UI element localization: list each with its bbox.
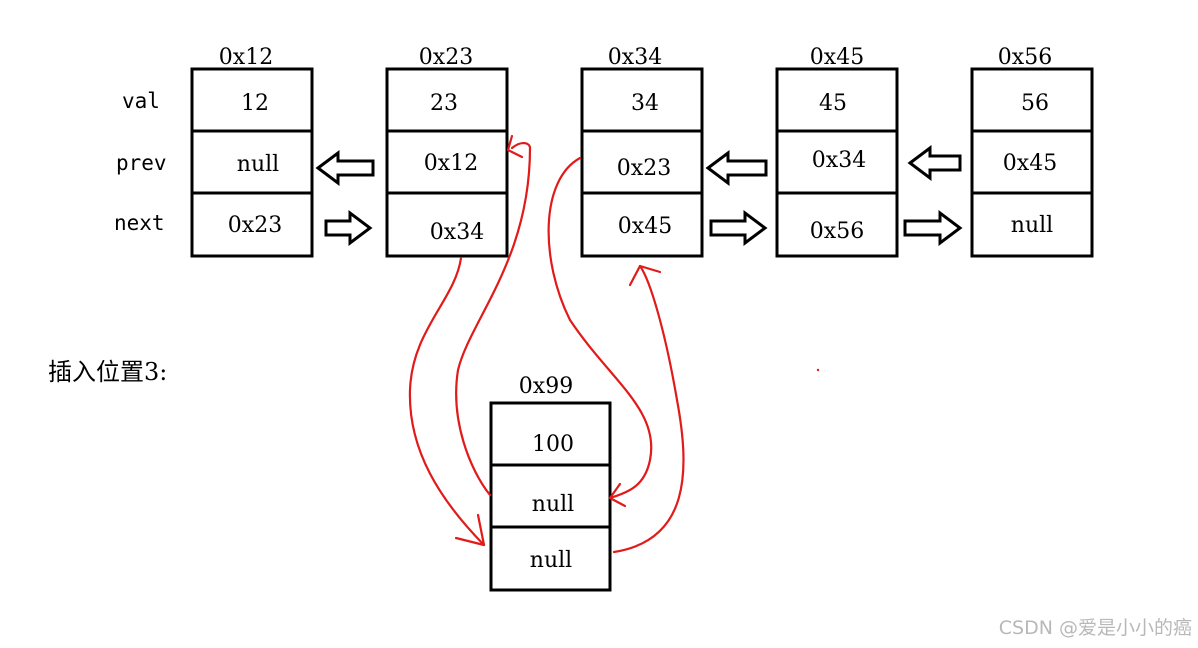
- prev-arrow-icon: [315, 150, 375, 186]
- row-label-prev: prev: [116, 151, 167, 175]
- node-next: 0x45: [618, 214, 672, 239]
- node-box: [580, 67, 704, 258]
- next-arrow-icon: [709, 210, 768, 246]
- stray-dot: [816, 368, 820, 372]
- list-node: 0x23 23 0x12 0x34: [385, 45, 509, 258]
- node-val: 34: [631, 91, 659, 116]
- next-arrow-icon: [903, 210, 963, 246]
- new-node-next: null: [530, 548, 572, 573]
- prev-arrow-icon: [907, 145, 962, 181]
- node-next: 0x56: [810, 219, 864, 244]
- link-arrowhead-icon: [608, 482, 627, 508]
- prev-arrow-icon: [705, 150, 768, 186]
- node-val: 45: [819, 91, 847, 116]
- node-address: 0x34: [608, 45, 662, 70]
- new-node-address: 0x99: [519, 374, 573, 399]
- watermark: CSDN @爱是小小的癌: [998, 617, 1192, 639]
- list-node: 0x34 34 0x23 0x45: [580, 45, 704, 258]
- node-prev: 0x23: [617, 156, 671, 181]
- node-next: 0x34: [430, 220, 484, 245]
- node-prev: 0x34: [812, 148, 866, 173]
- node-box: [385, 67, 509, 258]
- link-curve: [455, 142, 532, 497]
- node-address: 0x12: [219, 45, 273, 70]
- node-prev: null: [237, 152, 279, 177]
- link-curve: [408, 256, 486, 547]
- link-curve: [612, 264, 685, 554]
- link-curve: [547, 156, 653, 500]
- node-address: 0x56: [998, 45, 1052, 70]
- node-val: 23: [430, 91, 458, 116]
- node-prev: 0x12: [424, 151, 478, 176]
- node-box: [775, 67, 899, 258]
- link-arrowhead-icon: [454, 513, 486, 547]
- new-node: 0x99 100 null null: [489, 374, 612, 592]
- node-next: 0x23: [228, 213, 282, 238]
- row-label-val: val: [122, 89, 160, 113]
- next-arrow-icon: [324, 210, 373, 246]
- node-val: 12: [241, 91, 269, 116]
- node-box: [190, 67, 314, 258]
- node-address: 0x45: [810, 45, 864, 70]
- link-arrowhead-icon: [628, 264, 662, 287]
- list-node: 0x45 45 0x34 0x56: [775, 45, 899, 258]
- node-address: 0x23: [419, 45, 473, 70]
- list-node: 0x56 56 0x45 null: [970, 45, 1094, 258]
- node-prev: 0x45: [1003, 151, 1057, 176]
- list-node: 0x12 12 null 0x23: [190, 45, 314, 258]
- insert-position-caption: 插入位置3:: [48, 358, 168, 386]
- row-label-next: next: [114, 211, 165, 235]
- link-arrowhead-icon: [506, 134, 524, 159]
- new-node-val: 100: [532, 432, 574, 457]
- node-next: null: [1011, 213, 1053, 238]
- node-val: 56: [1021, 91, 1049, 116]
- new-node-prev: null: [532, 492, 574, 517]
- node-box: [970, 67, 1094, 258]
